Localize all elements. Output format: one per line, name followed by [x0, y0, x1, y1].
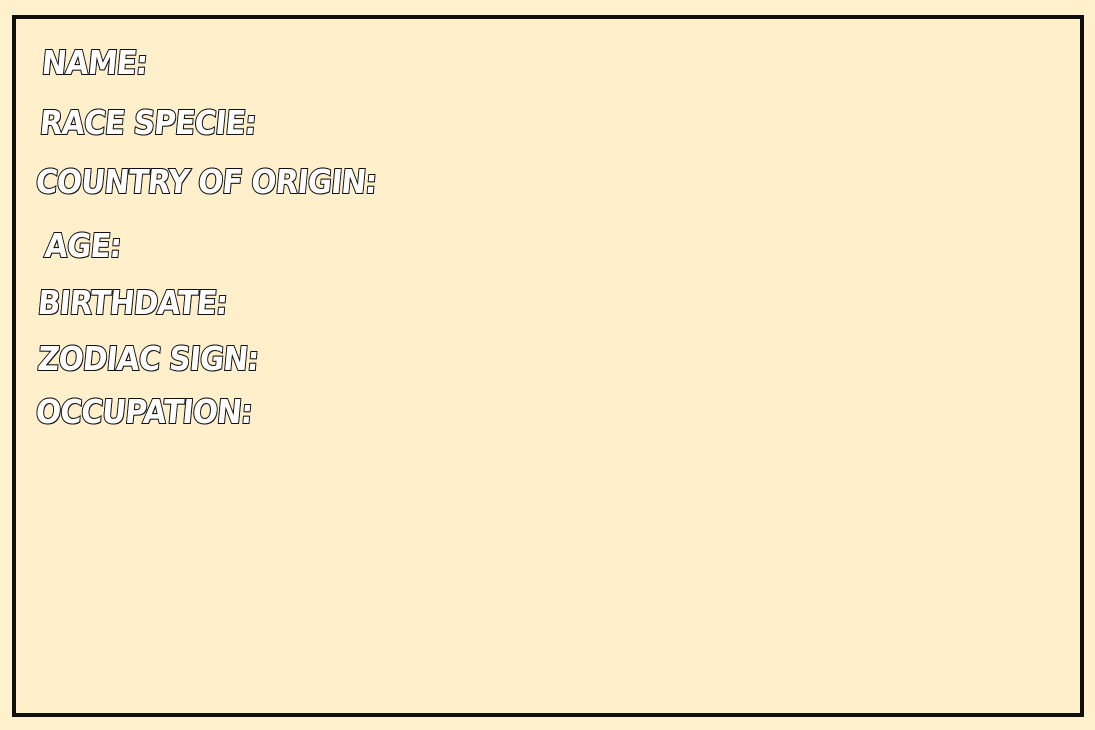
country-of-origin-label: Country of Origin: [33, 161, 379, 202]
name-label: Name: [39, 42, 150, 83]
profile-card: Name: Race Specie: Country of Origin: Ag… [12, 15, 1084, 717]
age-label: Age: [42, 225, 124, 266]
occupation-label: Occupation: [33, 391, 255, 432]
birthdate-label: Birthdate: [35, 282, 230, 323]
zodiac-sign-label: Zodiac Sign: [35, 338, 261, 379]
race-specie-label: Race Specie: [37, 102, 259, 143]
